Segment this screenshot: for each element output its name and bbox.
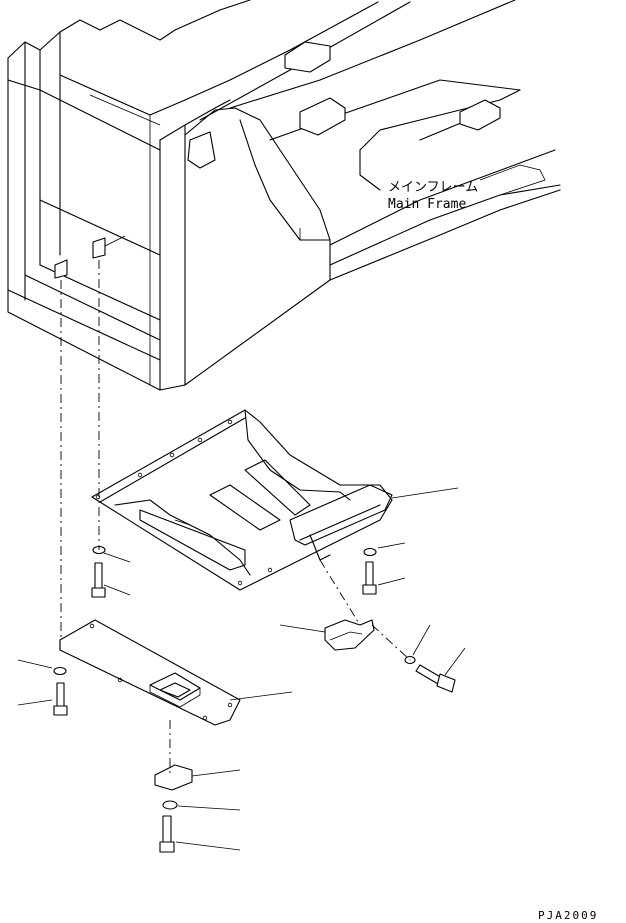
small-plate [154,764,193,791]
under-cover-front [59,619,241,726]
fasteners [53,545,456,853]
bolt-2 [362,561,377,595]
washer-3 [53,666,67,676]
hinge-bracket [324,619,375,651]
washer-5 [162,800,178,810]
bolt-1 [91,562,106,598]
under-cover-rear [91,409,393,591]
drawing-code: PJA2009 [538,909,598,922]
bolt-3 [53,682,68,716]
main-frame [7,0,561,391]
washer-2 [363,547,377,557]
main-frame-label-en: Main Frame [388,197,466,212]
leader-lines [17,228,466,851]
bolt-5 [415,664,456,693]
center-lines [60,260,411,775]
main-frame-label-jp: メインフレーム [388,180,478,195]
bolt-4 [159,815,175,853]
